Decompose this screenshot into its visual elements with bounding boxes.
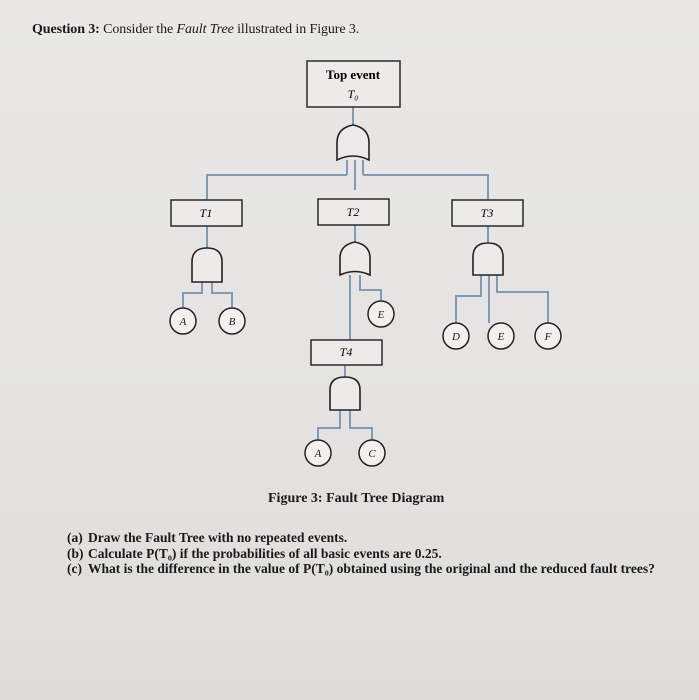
question-label: Question 3: <box>32 22 100 37</box>
part-tag: (b) <box>67 545 84 561</box>
event-label-t2: T2 <box>347 205 360 219</box>
part-tag: (c) <box>67 561 82 576</box>
event-box-t2: T2 <box>317 198 390 226</box>
basic-event-label: E <box>377 309 385 321</box>
basic-event-label: D <box>451 331 460 343</box>
event-label-t1: T1 <box>200 206 213 220</box>
question-part-c: (c) What is the difference in the value … <box>67 561 689 577</box>
basic-event-t4-c: C <box>358 439 386 467</box>
t4-and-gate-icon <box>329 376 361 411</box>
event-box-t4: T4 <box>310 339 383 366</box>
question-heading: Question 3: Consider the Fault Tree illu… <box>32 22 359 38</box>
question-parts-list: (a) Draw the Fault Tree with no repeated… <box>67 530 689 577</box>
part-text: What is the difference in the value of P… <box>88 561 655 576</box>
basic-event-t4-a: A <box>304 439 332 467</box>
event-label-t4: T4 <box>340 345 353 359</box>
basic-event-label: B <box>229 316 236 328</box>
t3-and-gate-icon <box>472 242 504 276</box>
top-event-symbol: T₀ <box>348 87 359 101</box>
question-text-post: illustrated in Figure 3. <box>237 22 360 37</box>
question-text-italic: Fault Tree <box>176 22 234 37</box>
basic-event-label: C <box>368 448 376 460</box>
basic-event-label: A <box>179 316 187 328</box>
basic-event-t3-d: D <box>442 322 470 350</box>
part-text: Draw the Fault Tree with no repeated eve… <box>88 530 348 545</box>
top-or-gate-icon <box>336 124 370 162</box>
t2-or-gate-icon <box>339 241 371 277</box>
event-box-t3: T3 <box>451 199 524 227</box>
basic-event-label: E <box>497 331 505 343</box>
connector-lines <box>182 107 549 440</box>
basic-event-t3-f: F <box>534 322 562 350</box>
basic-event-t3-e: E <box>487 322 515 350</box>
t1-and-gate-icon <box>191 247 223 283</box>
event-box-t1: T1 <box>170 199 243 227</box>
question-part-a: (a) Draw the Fault Tree with no repeated… <box>67 530 689 546</box>
basic-event-label: A <box>314 448 322 460</box>
basic-event-t2-e: E <box>367 300 395 328</box>
top-event-label: Top event <box>326 67 381 82</box>
question-part-b: (b) Calculate P(T₀) if the probabilities… <box>67 546 689 562</box>
question-text-pre: Consider the <box>103 22 174 37</box>
basic-event-t1-b: B <box>218 307 246 335</box>
event-label-t3: T3 <box>481 206 494 220</box>
part-text: Calculate P(T₀) if the probabilities of … <box>88 545 442 561</box>
basic-event-label: F <box>544 331 552 343</box>
part-tag: (a) <box>67 530 83 545</box>
figure-caption: Figure 3: Fault Tree Diagram <box>268 491 445 506</box>
top-event-box: Top event T₀ <box>306 60 401 108</box>
basic-event-t1-a: A <box>169 307 197 335</box>
